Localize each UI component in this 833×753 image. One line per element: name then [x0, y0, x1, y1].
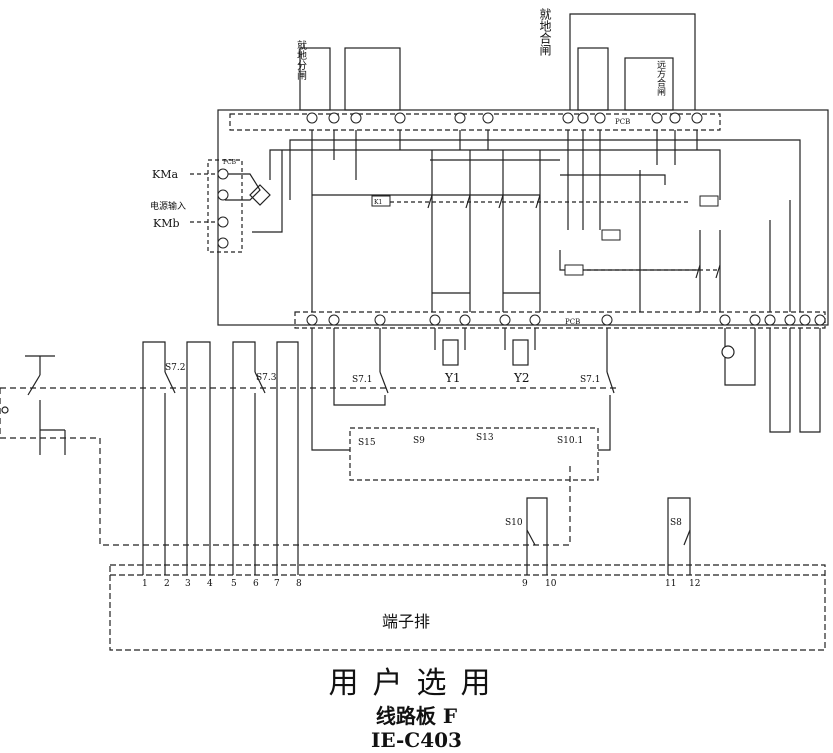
- s15-label: S15: [358, 438, 376, 448]
- s10-1-label: S10.1: [557, 436, 583, 446]
- local-close-label: 就地合闸: [538, 8, 552, 56]
- terminal-block-label: 端子排: [382, 612, 430, 631]
- local-close-loop: [569, 13, 696, 110]
- terminal-block-box: [109, 564, 826, 651]
- k1-label: K1: [374, 199, 382, 206]
- terminal-number: 11: [665, 579, 676, 589]
- power-pcb-label: PCB: [223, 159, 237, 166]
- selector-box: [349, 427, 599, 481]
- terminal-number: 12: [689, 579, 700, 589]
- kma-label: KMa: [152, 168, 178, 181]
- power-pcb-box: [207, 159, 243, 253]
- board-caption: 线路板 F: [375, 704, 458, 728]
- s7-1-left-label: S7.1: [352, 375, 372, 385]
- s13-label: S13: [476, 433, 494, 443]
- power-input-label: 电源输入: [150, 200, 186, 212]
- s7-1-right-label: S7.1: [580, 375, 600, 385]
- s7-2-label: S7.2: [165, 363, 185, 373]
- y2-label: Y2: [513, 371, 530, 385]
- terminal-number: 2: [164, 579, 170, 589]
- terminal-number: 4: [207, 579, 213, 589]
- top-pcb-strip: [229, 113, 721, 131]
- main-pcb-box: [217, 109, 829, 326]
- terminal-number: 9: [522, 579, 528, 589]
- s10-label: S10: [505, 518, 523, 528]
- s7-3-label: S7.3: [256, 373, 277, 383]
- kmb-label: KMb: [153, 217, 180, 230]
- local-open-label: 就地分闸: [295, 39, 307, 81]
- terminal-number: 5: [231, 579, 237, 589]
- s9-label: S9: [413, 436, 425, 446]
- local-open-switch-box: [299, 47, 331, 111]
- s8-label: S8: [670, 518, 682, 528]
- terminal-number: 7: [274, 579, 280, 589]
- terminal-number: 1: [142, 579, 148, 589]
- terminal-number: 6: [253, 579, 259, 589]
- top-pcb-label: PCB: [615, 118, 630, 126]
- bottom-pcb-label: PCB: [565, 318, 580, 326]
- terminal-number: 3: [185, 579, 191, 589]
- terminal-number: 10: [545, 579, 557, 589]
- model-caption: IE-C403: [371, 728, 462, 752]
- remote-close-label: 远方合闸: [655, 60, 666, 97]
- user-option-caption: 用户选用: [328, 666, 505, 701]
- y1-label: Y1: [444, 371, 461, 385]
- switch-box-2: [344, 47, 401, 111]
- terminal-number: 8: [296, 579, 302, 589]
